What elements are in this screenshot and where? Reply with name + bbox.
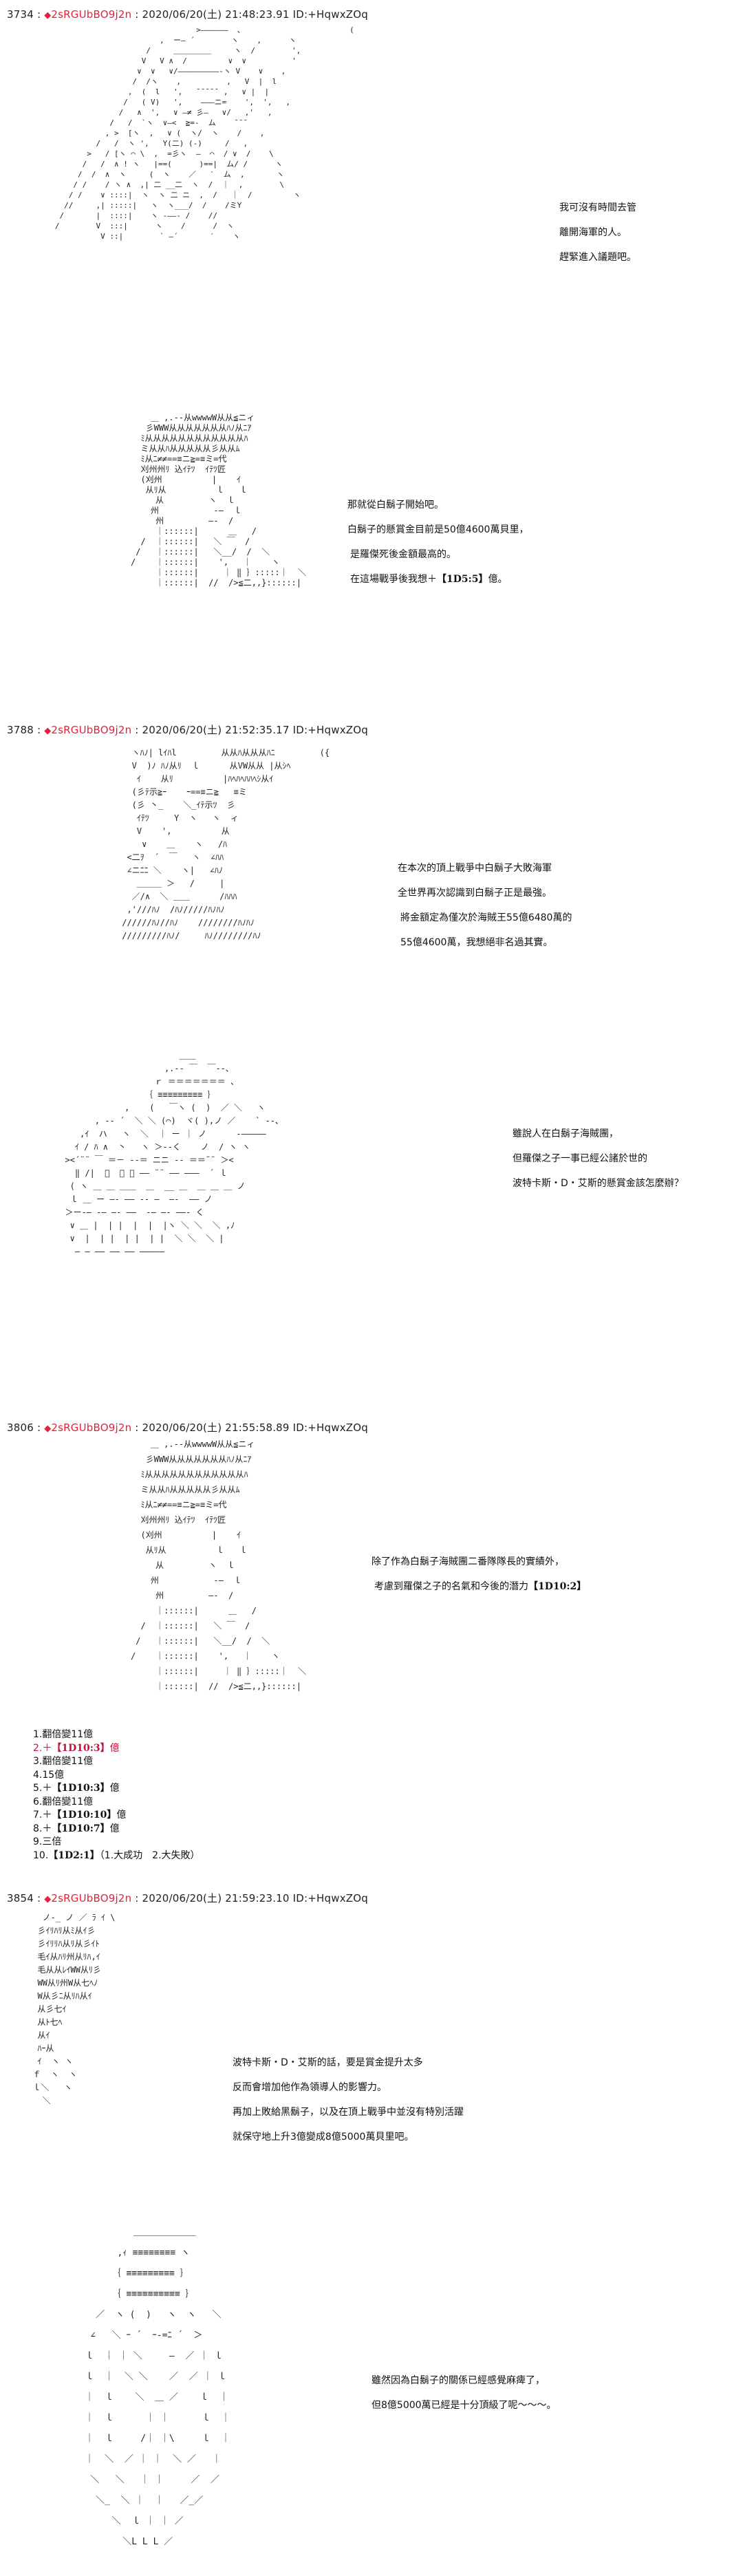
separator: : — [36, 8, 41, 21]
dialog-line: 全世界再次認識到白鬍子正是最強。 — [398, 888, 552, 899]
choice-item: 5.＋【1D10:3】億 — [33, 1783, 120, 1794]
tripcode-link[interactable]: 2sRGUbBO9j2n — [51, 1421, 132, 1434]
post-header: 3734 : ◆2sRGUbBO9j2n : 2020/06/20(土) 21:… — [7, 7, 368, 21]
ascii-art-figure: ヽﾊﾉ| lｲﾊl 从从ﾊ从从从ﾊﾆ ({ V )ﾉ ﾊﾉ从ﾘ ｌ 从VW从从 … — [122, 748, 330, 941]
post-datetime: 2020/06/20(土) 21:59:23.10 — [142, 1892, 290, 1904]
post-number: 3854 — [7, 1892, 34, 1904]
choice-item: 9.三倍 — [33, 1836, 62, 1847]
trip-diamond-icon: ◆ — [44, 1894, 52, 1904]
dialog-line: 將金額定為僅次於海賊王55億6480萬的 — [400, 912, 572, 923]
post-datetime: 2020/06/20(土) 21:48:23.91 — [142, 8, 290, 21]
dice-result: 【1D5:5】 — [437, 574, 488, 585]
dialog-line: 趕緊進入議題吧。 — [559, 252, 636, 263]
separator: : — [135, 724, 139, 736]
post-datetime: 2020/06/20(土) 21:52:35.17 — [142, 724, 290, 736]
choice-item: 7.＋【1D10:10】億 — [33, 1810, 127, 1821]
ascii-art-figure: ＿＿＿＿＿＿＿ ,ｨ ≡≡≡≡≡≡≡≡ ヽ ｛ ≡≡≡≡≡≡≡≡≡ ｝ ｛ ≡≡… — [85, 2227, 230, 2547]
post-datetime: 2020/06/20(土) 21:55:58.89 — [142, 1421, 290, 1434]
ascii-art-figure: ＿ ,.-‐从wwwwW从从≦ニィ 彡WWW从从从从从从从ﾊﾉ从ﾆｱ ﾐ从从从从… — [131, 413, 307, 588]
dialog-block: 雖然因為白鬍子的關係已經感覺麻痺了， 但8億5000萬已經是十分頂級了呢～～～。 — [372, 2368, 557, 2418]
post-header: 3854 : ◆2sRGUbBO9j2n : 2020/06/20(土) 21:… — [7, 1891, 368, 1905]
dice-line: 考慮到羅傑之子的名氣和今後的潛力【1D10:2】 — [374, 1581, 587, 1592]
dialog-line: 波特卡斯・D・艾斯的懸賞金該怎麼辦？ — [513, 1178, 684, 1189]
dialog-line: 但羅傑之子一事已經公諸於世的 — [513, 1153, 647, 1164]
ascii-art-figure: ＿ ,.-‐从wwwwW从从≦ニィ 彡WWW从从从从从从从ﾊﾉ从ﾆｱ ﾐ从从从从… — [131, 1439, 307, 1691]
dialog-line: 除了作為白鬍子海賊團二番隊隊長的實績外， — [372, 1556, 564, 1567]
separator: : — [36, 1892, 41, 1904]
ascii-art-figure: ノ‐_ ノ ／ ﾗ ｲ \ 彡ｲﾘﾊﾘ从ﾐ从ｲ彡 彡ｲﾘﾘﾊ从ﾘ从彡ｲﾄ 毛ｲ从… — [32, 1913, 116, 2105]
dialog-line: 在本次的頂上戰爭中白鬍子大敗海軍 — [398, 863, 552, 874]
choice-item: 1.翻倍變11億 — [33, 1729, 94, 1740]
trip-diamond-icon: ◆ — [44, 1424, 52, 1434]
dialog-line: 反而會增加他作為領導人的影響力。 — [233, 2082, 387, 2093]
trip-diamond-icon: ◆ — [44, 10, 52, 21]
dialog-block: 我可沒有時間去管 離開海軍的人。 趕緊進入議題吧。 — [559, 195, 636, 270]
separator: : — [135, 1892, 139, 1904]
tripcode-link[interactable]: 2sRGUbBO9j2n — [51, 1892, 132, 1904]
dialog-line: 是羅傑死後金額最高的。 — [350, 549, 456, 560]
choice-item-selected: 2.＋【1D10:3】億 — [33, 1742, 120, 1754]
ascii-art-figure: ＿＿ ,.-‐ ￣ ￣‐-､ ｒ ＝＝＝＝＝＝＝ 、 ｛ ≡≡≡≡≡≡≡≡≡ ｝… — [65, 1051, 280, 1256]
dialog-line: 波特卡斯・D・艾斯的話，要是賞金提升太多 — [233, 2057, 423, 2068]
choice-list: 1.翻倍變11億 2.＋【1D10:3】億 3.翻倍變11億 4.15億 5.＋… — [33, 1728, 200, 1863]
choice-item: 4.15億 — [33, 1769, 65, 1781]
dialog-block: 除了作為白鬍子海賊團二番隊隊長的實績外， 考慮到羅傑之子的名氣和今後的潛力【1D… — [372, 1549, 586, 1599]
choice-item: 3.翻倍變11億 — [33, 1756, 94, 1767]
dialog-line: 雖然因為白鬍子的關係已經感覺麻痺了， — [372, 2375, 545, 2386]
choice-item: 10.【1D2:1】（1.大成功 2.大失敗） — [33, 1849, 200, 1861]
separator: : — [135, 1421, 139, 1434]
dialog-line: 離開海軍的人。 — [559, 227, 627, 238]
separator: : — [135, 8, 139, 21]
dialog-block: 那就從白鬍子開始吧。 白鬍子的懸賞金目前是50億4600萬貝里， 是羅傑死後金額… — [347, 493, 528, 592]
post-number: 3734 — [7, 8, 34, 21]
ascii-art-figure: >―――――― 、 ( , ー― ´ ヽ , ヽ / ＿＿＿＿＿ ヽ / ', … — [54, 25, 354, 241]
poster-id[interactable]: ID:+HqwxZOq — [292, 8, 368, 21]
dialog-line: 雖說人在白鬍子海賊團， — [513, 1128, 618, 1139]
ascii-art-figure: ＿ ,.-‐从wwwwW从从≦ニィ 彡WWW从从从从从从从ﾊﾉ从ﾆｱ ﾐ从从从从… — [131, 588, 140, 609]
post-header: 3788 : ◆2sRGUbBO9j2n : 2020/06/20(土) 21:… — [7, 722, 368, 737]
dialog-block: 雖說人在白鬍子海賊團， 但羅傑之子一事已經公諸於世的 波特卡斯・D・艾斯的懸賞金… — [513, 1121, 684, 1196]
poster-id[interactable]: ID:+HqwxZOq — [292, 1421, 368, 1434]
dialog-line: 55億4600萬，我想絕非名過其實。 — [400, 937, 553, 948]
poster-id[interactable]: ID:+HqwxZOq — [292, 724, 368, 736]
dice-line: 在這場戰爭後我想＋【1D5:5】億。 — [350, 574, 508, 585]
poster-id[interactable]: ID:+HqwxZOq — [292, 1892, 368, 1904]
choice-item: 6.翻倍變11億 — [33, 1796, 94, 1807]
post-number: 3806 — [7, 1421, 34, 1434]
dialog-line: 那就從白鬍子開始吧。 — [347, 500, 444, 511]
dice-result: 【1D10:2】 — [528, 1581, 587, 1592]
tripcode-link[interactable]: 2sRGUbBO9j2n — [51, 8, 132, 21]
dialog-line: 白鬍子的懸賞金目前是50億4600萬貝里， — [347, 524, 529, 535]
post-header: 3806 : ◆2sRGUbBO9j2n : 2020/06/20(土) 21:… — [7, 1420, 368, 1435]
dialog-line: 但8億5000萬已經是十分頂級了呢～～～。 — [372, 2400, 557, 2411]
post-number: 3788 — [7, 724, 34, 736]
dialog-line: 再加上敗給黑鬍子，以及在頂上戰爭中並沒有特別活躍 — [233, 2107, 464, 2118]
choice-item: 8.＋【1D10:7】億 — [33, 1823, 120, 1834]
trip-diamond-icon: ◆ — [44, 726, 52, 736]
dialog-line: 我可沒有時間去管 — [559, 202, 636, 213]
tripcode-link[interactable]: 2sRGUbBO9j2n — [51, 724, 132, 736]
dialog-line: 就保守地上升3億變成8億5000萬貝里吧。 — [233, 2132, 414, 2143]
separator: : — [36, 724, 41, 736]
separator: : — [36, 1421, 41, 1434]
dialog-block: 在本次的頂上戰爭中白鬍子大敗海軍 全世界再次認識到白鬍子正是最強。 將金額定為僅… — [398, 856, 572, 955]
dialog-block: 波特卡斯・D・艾斯的話，要是賞金提升太多 反而會增加他作為領導人的影響力。 再加… — [233, 2050, 464, 2149]
